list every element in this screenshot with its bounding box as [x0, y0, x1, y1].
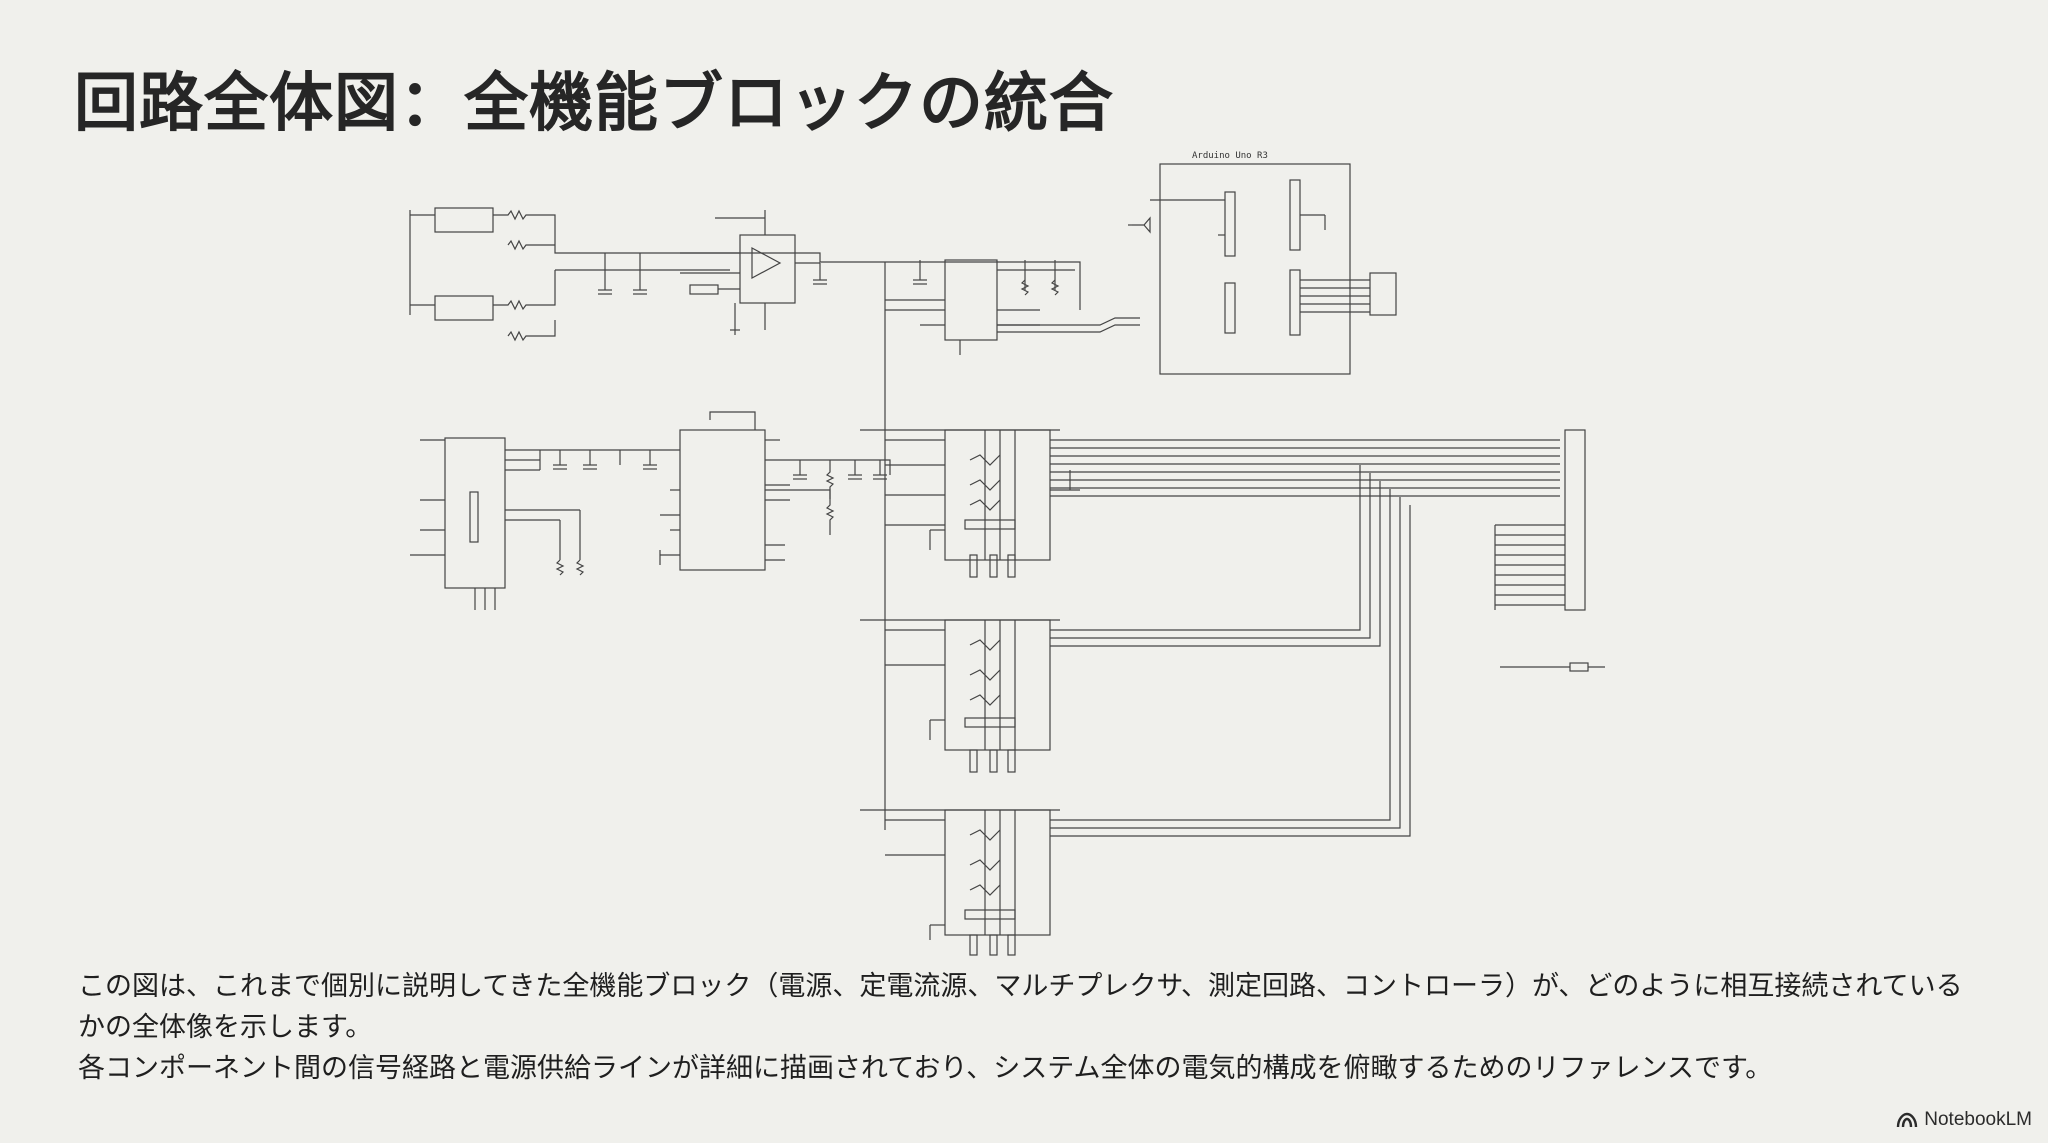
- usb-power-block: [410, 437, 680, 610]
- arduino-label: Arduino Uno R3: [1192, 151, 1268, 161]
- regulator-block: [409, 207, 1081, 342]
- multiplexer-1: [860, 429, 1560, 578]
- current-source-ic: [659, 411, 891, 571]
- caption-line-3: 各コンポーネント間の信号経路と電源供給ラインが詳細に描画されており、システム全体…: [78, 1053, 1773, 1084]
- notebooklm-logo-icon: [1897, 1112, 1918, 1128]
- slide-caption: この図は、これまで個別に説明してきた全機能ブロック（電源、定電流源、マルチプレク…: [78, 966, 1998, 1089]
- arduino-uno: [1128, 163, 1397, 375]
- multiplexer-2: [860, 465, 1381, 773]
- notebooklm-brand: NotebookLM: [1896, 1109, 2032, 1131]
- circuit-schematic: Arduino Uno R3: [409, 151, 1605, 956]
- caption-line-2: かの全体像を示します。: [78, 1012, 373, 1043]
- brand-name: NotebookLM: [1924, 1109, 2032, 1130]
- measurement-ic: [884, 259, 1140, 525]
- electrode-connector: [1494, 429, 1605, 672]
- caption-line-1: この図は、これまで個別に説明してきた全機能ブロック（電源、定電流源、マルチプレク…: [78, 971, 1963, 1002]
- slide-title: 回路全体図：全機能ブロックの統合: [74, 67, 1114, 141]
- multiplexer-3: [860, 489, 1411, 956]
